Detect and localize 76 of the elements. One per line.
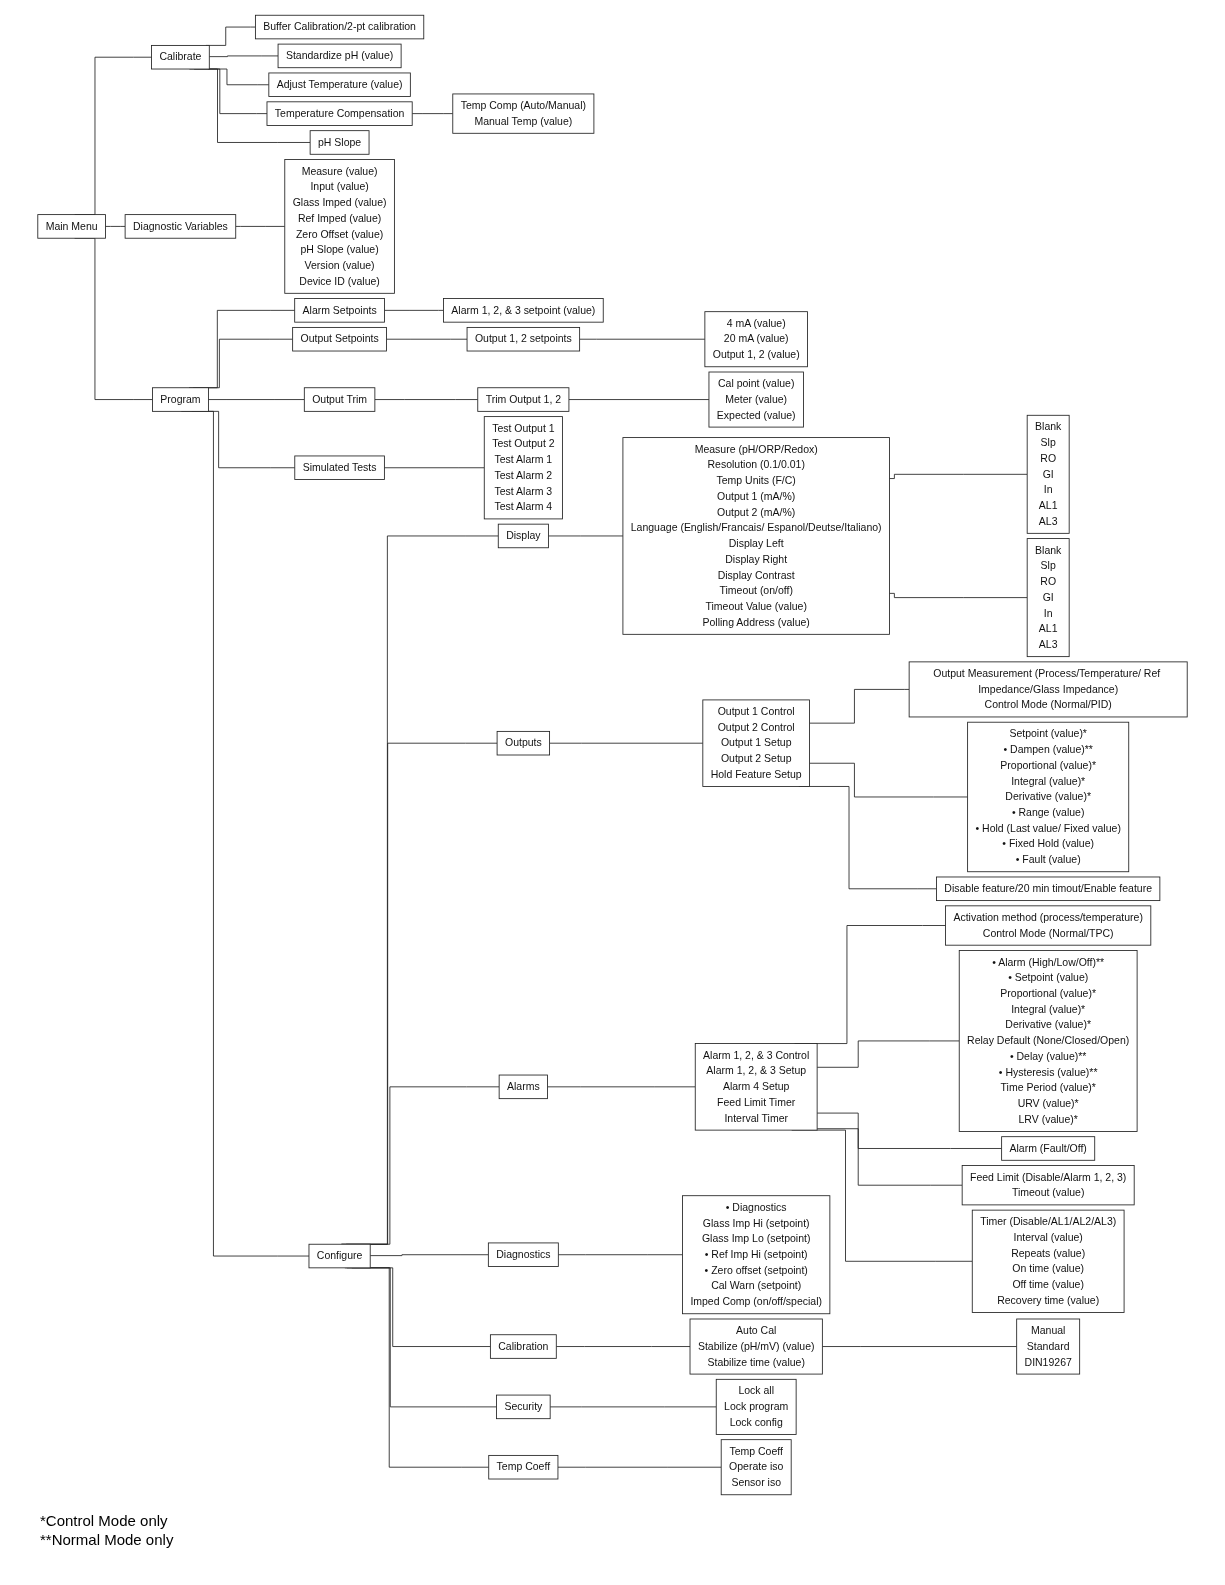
connector xyxy=(105,226,126,227)
node-box: Blank Slp RO GI In AL1 AL3 xyxy=(1026,414,1070,534)
node-box: Measure (pH/ORP/Redox) Resolution (0.1/0.01) Temp Units (F/C) Output 1 (mA/%) Output 2 (mA/%) Language (English/Francais/ Espanol/Deutse/Italiano) Display Left Display Right Display Contrast Timeout (on/off) Timeout Value (value) Polling Address (value) xyxy=(622,437,890,635)
footnote: **Normal Mode only xyxy=(40,1531,174,1548)
connector xyxy=(809,689,910,724)
node-box: Temp Comp (Auto/Manual) Manual Temp (value) xyxy=(452,93,595,134)
node-box: • Alarm (High/Low/Off)** • Setpoint (value) Proportional (value)* Integral (value)* Derivative (value)* Relay Default (None/Closed/Open) • Delay (value)** • Hysteresis (value)** Time Period (value)* URV (value)* LRV (value)* xyxy=(958,950,1138,1132)
node-box: Blank Slp RO GI In AL1 AL3 xyxy=(1026,538,1070,658)
connector xyxy=(579,338,706,340)
connector xyxy=(369,1254,489,1257)
connector xyxy=(548,535,624,537)
connector xyxy=(557,1254,683,1256)
connector xyxy=(821,1346,1018,1347)
connector xyxy=(547,1086,696,1088)
connector xyxy=(555,1346,691,1347)
node-box: Alarm (Fault/Off) xyxy=(1001,1136,1096,1161)
connector xyxy=(568,399,710,400)
node-box: Alarm 1, 2, & 3 Control Alarm 1, 2, & 3 Setup Alarm 4 Setup Feed Limit Timer Interval Timer xyxy=(694,1043,818,1131)
connector xyxy=(384,309,444,311)
connector xyxy=(411,113,454,115)
connector xyxy=(557,1466,722,1468)
node-box: Test Output 1 Test Output 2 Test Alarm 1 Test Alarm 2 Test Alarm 3 Test Alarm 4 xyxy=(483,416,563,520)
node-box: Lock all Lock program Lock config xyxy=(715,1378,797,1435)
node-box: Diagnostics xyxy=(487,1242,559,1267)
node-box: Simulated Tests xyxy=(294,455,385,480)
connector xyxy=(816,1128,963,1186)
connector xyxy=(208,399,305,400)
node-box: Calibrate xyxy=(151,45,210,70)
node-box: Outputs xyxy=(496,730,550,756)
connector xyxy=(889,473,1028,479)
node-box: Diagnostic Variables xyxy=(124,214,237,239)
node-box: Alarm 1, 2, & 3 setpoint (value) xyxy=(443,298,604,323)
connector xyxy=(816,1040,960,1068)
connector xyxy=(383,467,485,469)
connector xyxy=(374,399,479,400)
node-box: 4 mA (value) 20 mA (value) Output 1, 2 (value) xyxy=(704,311,808,368)
node-box: Setpoint (value)* • Dampen (value)** Proportional (value)* Integral (value)* Derivative (value)* • Range (value) • Hold (Last value/ Fixed value) • Fixed Hold (value) • Fault (value) xyxy=(967,721,1130,873)
node-box: Feed Limit (Disable/Alarm 1, 2, 3) Timeout (value) xyxy=(961,1165,1135,1206)
node-box: Output 1 Control Output 2 Control Output 1 Setup Output 2 Setup Hold Feature Setup xyxy=(702,699,810,787)
node-box: Security xyxy=(496,1394,551,1420)
node-box: Program xyxy=(152,387,209,412)
connector xyxy=(235,226,286,227)
connector xyxy=(549,742,704,744)
node-box: Auto Cal Stabilize (pH/mV) (value) Stabilize time (value) xyxy=(689,1318,823,1375)
node-box: Manual Standard DIN19267 xyxy=(1016,1318,1081,1375)
node-box: Adjust Temperature (value) xyxy=(268,72,411,97)
node-box: Output 1, 2 setpoints xyxy=(466,327,581,352)
node-box: Measure (value) Input (value) Glass Imped (value) Ref Imped (value) Zero Offset (value) pH Slope (value) Version (value) Device ID (value) xyxy=(284,159,395,294)
node-box: Disable feature/20 min timout/Enable feature xyxy=(936,876,1161,901)
connector xyxy=(889,592,1028,599)
node-box: Activation method (process/temperature) Control Mode (Normal/TPC) xyxy=(945,905,1152,946)
node-box: Cal point (value) Meter (value) Expected (value) xyxy=(708,371,804,428)
connector xyxy=(816,1112,1003,1149)
node-box: Alarms xyxy=(498,1074,548,1100)
footnote: *Control Mode only xyxy=(40,1512,169,1529)
node-box: Main Menu xyxy=(37,214,106,239)
node-box: Trim Output 1, 2 xyxy=(477,387,570,412)
connector xyxy=(208,55,279,58)
connector xyxy=(386,338,468,340)
node-box: • Diagnostics Glass Imp Hi (setpoint) Glass Imp Lo (setpoint) • Ref Imp Hi (setpoint) • Zero offset (setpoint) Cal Warn (setpoint) Imped Comp (on/off/special) xyxy=(682,1195,831,1315)
node-box: Temperature Compensation xyxy=(266,101,413,126)
node-box: Output Measurement (Process/Temperature/ Ref Impedance/Glass Impedance) Control Mode (Normal/PID) xyxy=(908,661,1188,718)
node-box: Display xyxy=(497,523,549,549)
node-box: Configure xyxy=(308,1243,371,1269)
connector xyxy=(809,762,969,798)
node-box: Alarm Setpoints xyxy=(294,298,385,323)
node-box: Standardize pH (value) xyxy=(277,43,402,69)
node-box: Timer (Disable/AL1/AL2/AL3) Interval (value) Repeats (value) On time (value) Off time (value) Recovery time (value) xyxy=(971,1209,1125,1313)
node-box: pH Slope xyxy=(309,130,370,155)
node-box: Temp Coeff xyxy=(488,1454,559,1480)
node-box: Output Trim xyxy=(303,387,376,412)
node-box: Output Setpoints xyxy=(292,327,387,352)
node-box: Buffer Calibration/2-pt calibration xyxy=(255,14,425,40)
node-box: Temp Coeff Operate iso Sensor iso xyxy=(720,1439,792,1496)
node-box: Calibration xyxy=(489,1334,557,1359)
connector xyxy=(549,1406,717,1408)
